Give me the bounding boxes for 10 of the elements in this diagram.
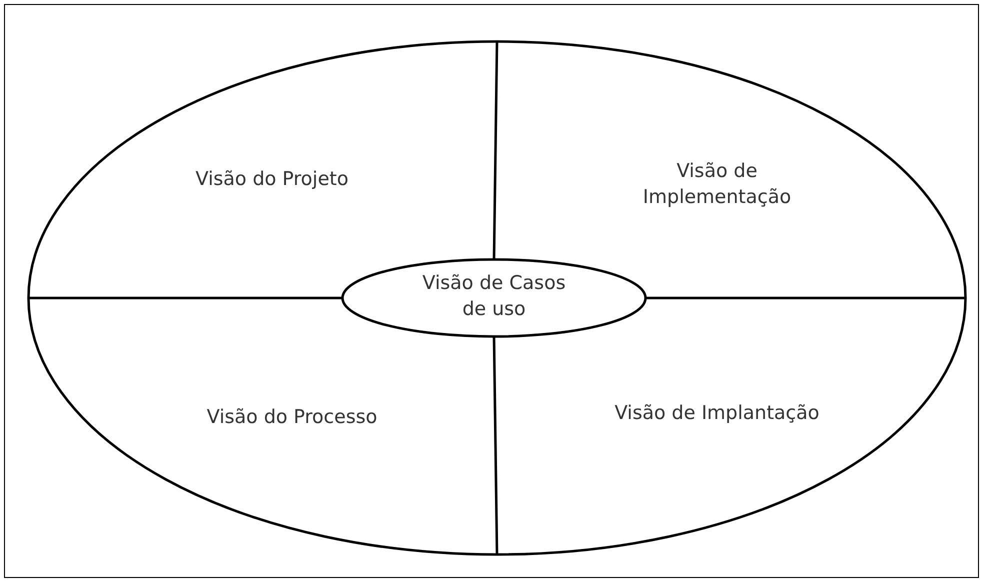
divider-line bbox=[646, 296, 966, 300]
view-label: Visão do Processo bbox=[167, 404, 417, 434]
view-label: Visão de Implementação bbox=[627, 158, 807, 214]
view-label: Visão de Implantação bbox=[587, 400, 847, 430]
divider-line bbox=[492, 41, 498, 260]
divider-line bbox=[28, 296, 342, 300]
center-ellipse bbox=[341, 258, 647, 338]
divider-line bbox=[492, 336, 498, 555]
view-label: Visão de Casos de uso bbox=[421, 271, 567, 322]
view-label: Visão do Projeto bbox=[147, 166, 397, 196]
